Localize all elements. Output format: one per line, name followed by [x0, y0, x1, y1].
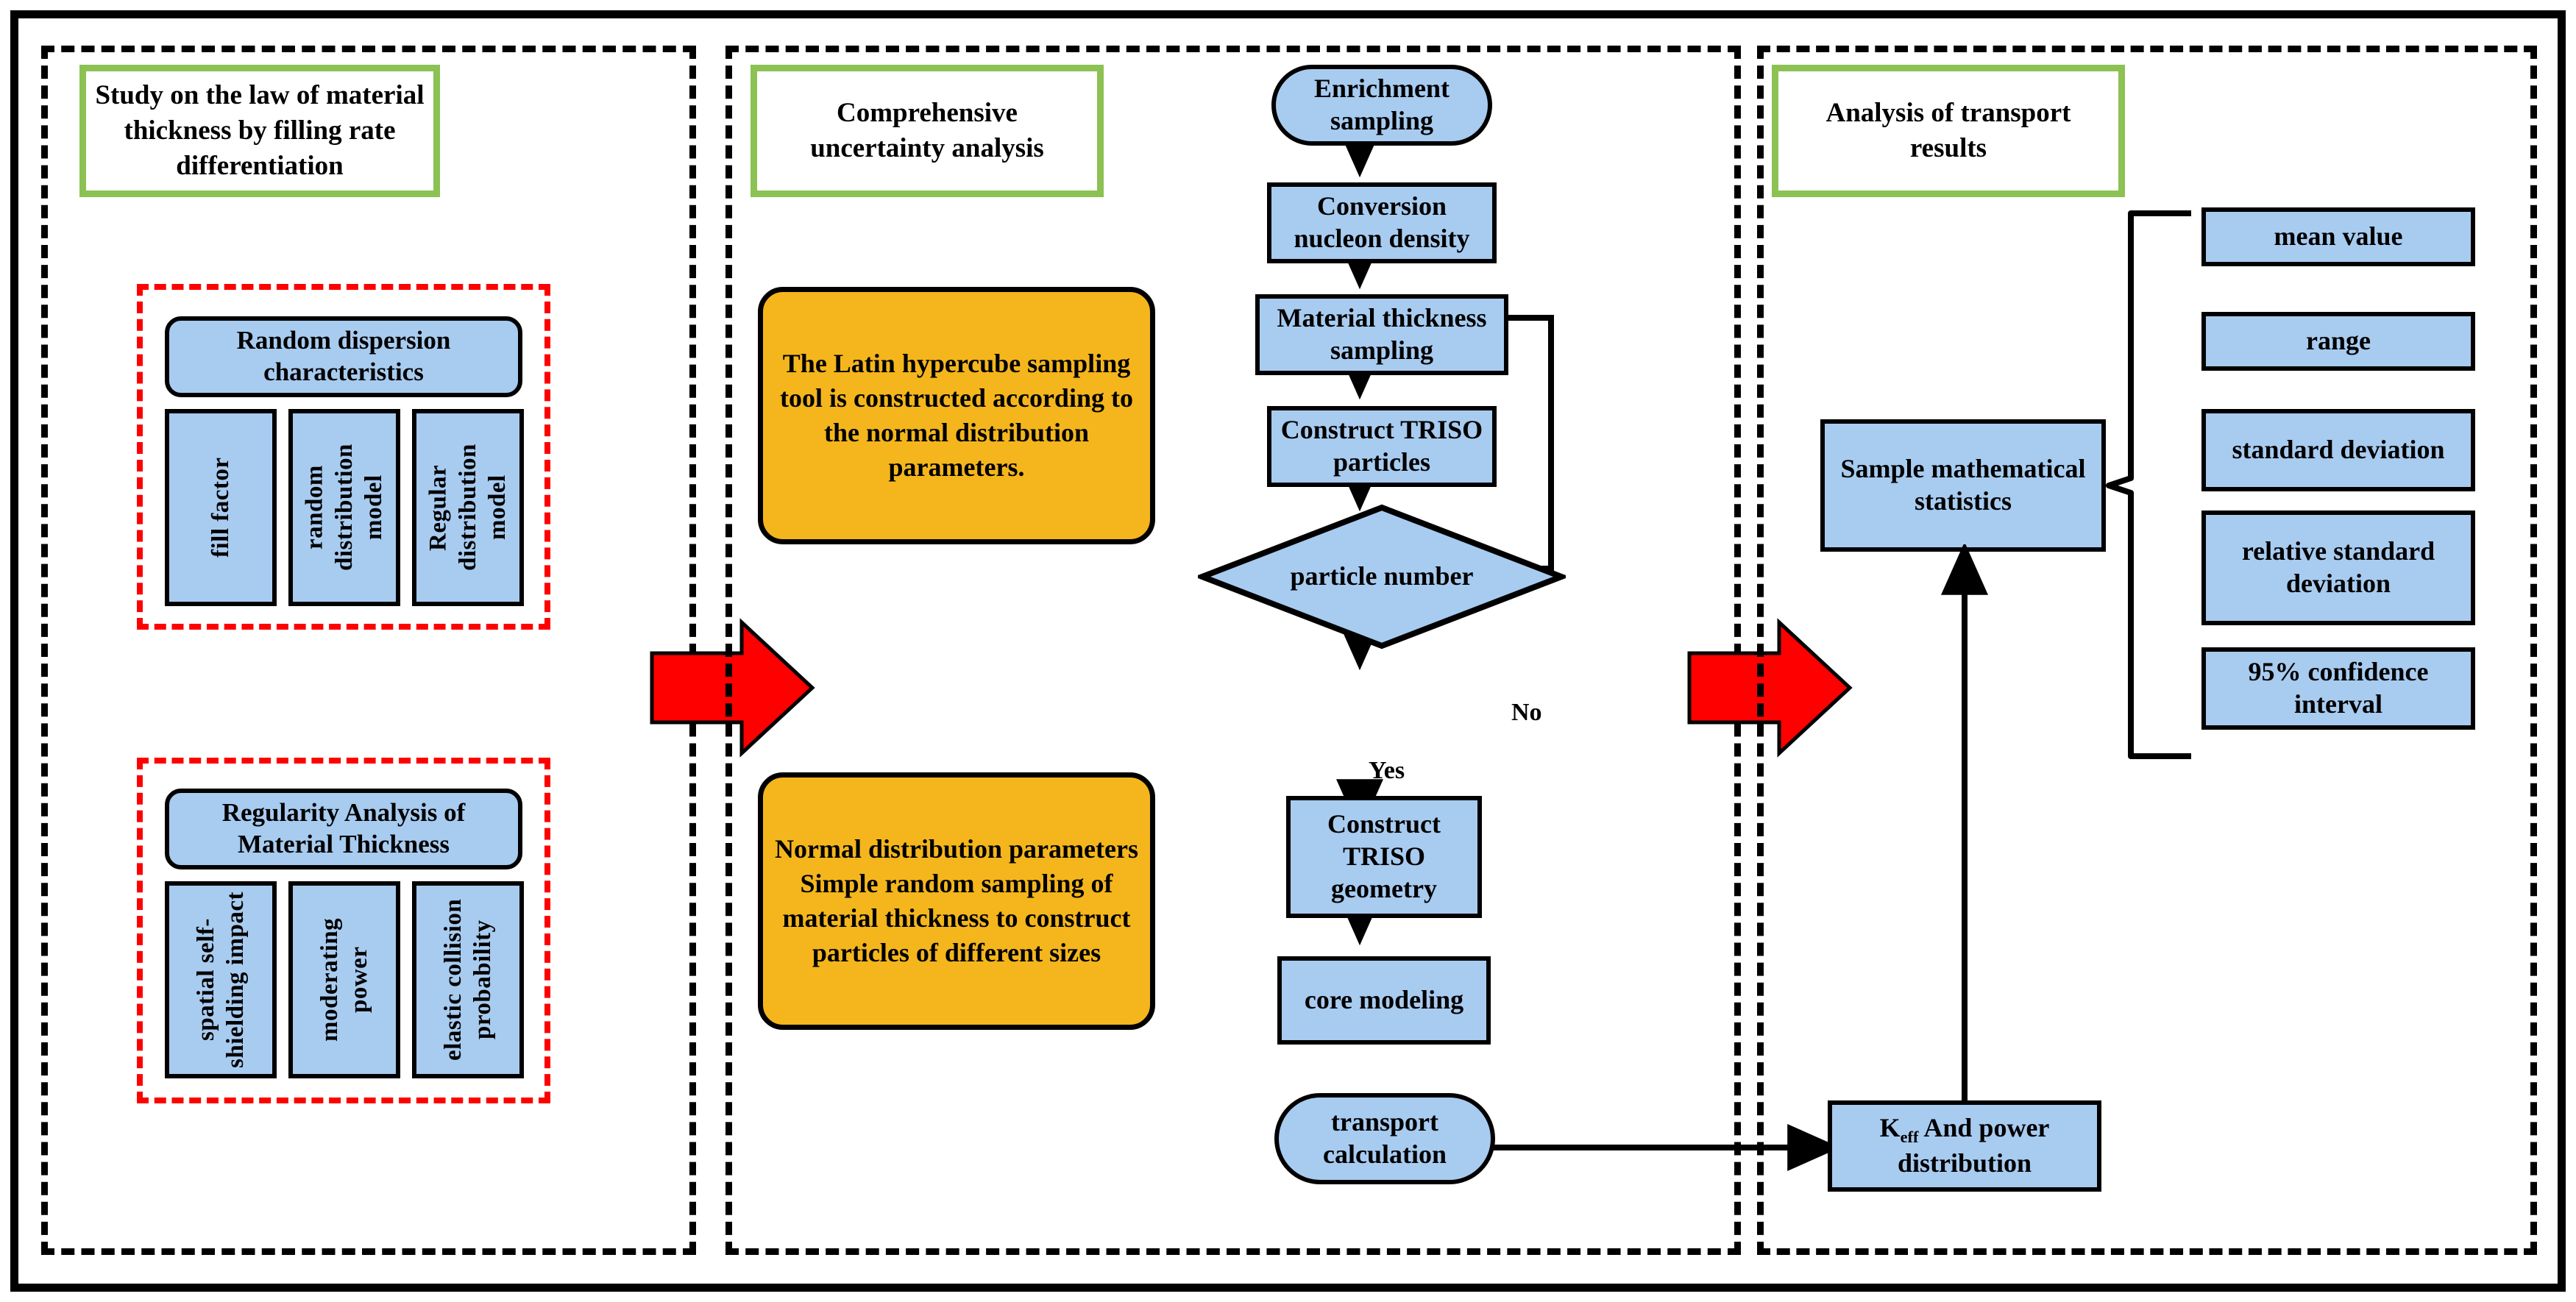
- panel-right: [1757, 46, 2537, 1255]
- group-a-item-fill-factor: fill factor: [165, 409, 277, 606]
- result-box-prefix: K: [1879, 1113, 1901, 1143]
- flow-node-construct-triso-particles: Construct TRISO particles: [1267, 406, 1497, 487]
- stats-item-2-label: standard deviation: [2232, 435, 2445, 465]
- note-normal-distribution-text: Normal distribution parameters Simple ra…: [775, 834, 1138, 967]
- group-a-item-2-label: Regular distribution model: [425, 444, 511, 572]
- flow-node-7-label: transport calculation: [1323, 1107, 1447, 1169]
- flow-node-core-modeling: core modeling: [1277, 956, 1491, 1045]
- stats-hub-label: Sample mathematical statistics: [1840, 454, 2086, 516]
- flow-node-transport-calculation: transport calculation: [1274, 1093, 1495, 1184]
- stats-item-range: range: [2201, 312, 2475, 371]
- group-b-item-1-label: moderating power: [316, 917, 372, 1042]
- group-random-dispersion: [137, 284, 550, 630]
- flow-node-0-label: Enrichment sampling: [1314, 74, 1450, 135]
- group-a-title: Random dispersion characteristics: [165, 316, 522, 397]
- stats-item-4-label: 95% confidence interval: [2248, 657, 2429, 719]
- note-latin-hypercube-text: The Latin hypercube sampling tool is con…: [780, 349, 1133, 482]
- group-a-item-0-label: fill factor: [207, 457, 234, 558]
- stats-item-3-label: relative standard deviation: [2241, 536, 2435, 598]
- group-a-item-1-label: random distribution model: [301, 444, 388, 572]
- flow-node-1-label: Conversion nucleon density: [1294, 191, 1470, 253]
- group-b-item-0-label: spatial self-shielding impact: [192, 892, 249, 1068]
- group-a-title-text: Random dispersion characteristics: [236, 326, 451, 386]
- transition-arrow-middle-to-right: [1685, 618, 1854, 758]
- result-box-text: Keff And power distribution: [1837, 1112, 2093, 1179]
- transition-arrow-left-to-middle: [647, 618, 817, 758]
- group-b-item-moderating-power: moderating power: [288, 881, 400, 1078]
- group-a-item-regular-distribution-model: Regular distribution model: [412, 409, 524, 606]
- panel-left-heading-text: Study on the law of material thickness b…: [95, 79, 425, 182]
- result-box-suffix: And power distribution: [1897, 1113, 2050, 1178]
- flow-node-particle-number-decision: particle number: [1198, 503, 1566, 650]
- result-box-subscript: eff: [1900, 1128, 1919, 1147]
- group-b-title: Regularity Analysis of Material Thicknes…: [165, 789, 522, 869]
- stats-item-1-label: range: [2306, 326, 2371, 356]
- group-b-item-elastic-collision-probability: elastic collision probability: [412, 881, 524, 1078]
- branch-label-no: No: [1511, 699, 1542, 727]
- group-b-title-text: Regularity Analysis of Material Thicknes…: [221, 798, 466, 858]
- flow-node-material-thickness-sampling: Material thickness sampling: [1255, 294, 1508, 375]
- stats-hub-box: Sample mathematical statistics: [1820, 419, 2106, 552]
- note-normal-distribution: Normal distribution parameters Simple ra…: [758, 772, 1155, 1030]
- stats-item-0-label: mean value: [2274, 221, 2403, 252]
- stats-item-95-confidence-interval: 95% confidence interval: [2201, 647, 2475, 730]
- flow-node-construct-triso-geometry: Construct TRISO geometry: [1286, 796, 1482, 918]
- stats-item-mean-value: mean value: [2201, 207, 2475, 266]
- group-regularity-analysis: [137, 758, 550, 1103]
- result-box-keff-power-distribution: Keff And power distribution: [1828, 1100, 2101, 1192]
- flow-node-5-label: Construct TRISO geometry: [1327, 809, 1441, 903]
- panel-right-heading: Analysis of transport results: [1772, 65, 2125, 197]
- panel-right-heading-text: Analysis of transport results: [1825, 97, 2071, 163]
- panel-middle-heading-text: Comprehensive uncertainty analysis: [810, 97, 1044, 163]
- flow-node-conversion-nucleon-density: Conversion nucleon density: [1267, 182, 1497, 263]
- panel-left: [41, 46, 696, 1255]
- panel-middle: [725, 46, 1741, 1255]
- note-latin-hypercube: The Latin hypercube sampling tool is con…: [758, 287, 1155, 544]
- flow-node-2-label: Material thickness sampling: [1277, 303, 1487, 365]
- panel-left-heading: Study on the law of material thickness b…: [79, 65, 440, 197]
- branch-label-yes: Yes: [1369, 757, 1405, 785]
- branch-label-yes-text: Yes: [1369, 757, 1405, 784]
- group-b-item-spatial-self-shielding-impact: spatial self-shielding impact: [165, 881, 277, 1078]
- group-b-item-2-label: elastic collision probability: [439, 898, 496, 1061]
- stats-item-standard-deviation: standard deviation: [2201, 409, 2475, 491]
- group-a-item-random-distribution-model: random distribution model: [288, 409, 400, 606]
- branch-label-no-text: No: [1511, 699, 1542, 726]
- panel-middle-heading: Comprehensive uncertainty analysis: [751, 65, 1104, 197]
- flow-node-6-label: core modeling: [1304, 985, 1464, 1015]
- stats-item-relative-standard-deviation: relative standard deviation: [2201, 511, 2475, 625]
- flow-node-3-label: Construct TRISO particles: [1280, 415, 1483, 477]
- flow-node-enrichment-sampling: Enrichment sampling: [1271, 65, 1492, 146]
